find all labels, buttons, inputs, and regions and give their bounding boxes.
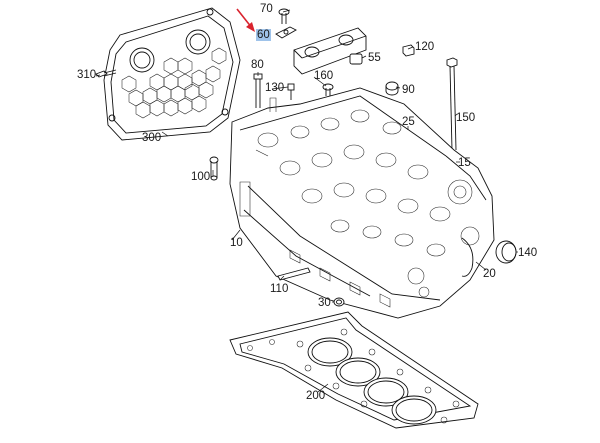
part-label-15[interactable]: 15 bbox=[458, 157, 471, 169]
part-label-150[interactable]: 150 bbox=[456, 112, 476, 124]
dowel-110 bbox=[277, 267, 311, 281]
cap-90 bbox=[385, 81, 399, 96]
part-label-55[interactable]: 55 bbox=[368, 52, 381, 64]
part-label-200[interactable]: 200 bbox=[306, 390, 326, 402]
part-20 bbox=[461, 237, 474, 277]
bolt-80 bbox=[253, 73, 263, 108]
cylinder-head-10 bbox=[229, 87, 495, 319]
bolt-150 bbox=[446, 57, 458, 151]
part-label-120[interactable]: 120 bbox=[415, 41, 435, 53]
ring-30 bbox=[333, 297, 345, 307]
bolt-310 bbox=[95, 69, 117, 78]
dowel-100 bbox=[209, 156, 219, 181]
part-label-100[interactable]: 100 bbox=[191, 171, 211, 183]
part-label-25[interactable]: 25 bbox=[402, 116, 415, 128]
part-label-60[interactable]: 60 bbox=[256, 29, 271, 41]
sleeve-55 bbox=[349, 53, 363, 65]
timing-cover-300 bbox=[103, 7, 241, 141]
part-160 bbox=[322, 83, 334, 96]
part-label-110[interactable]: 110 bbox=[270, 283, 289, 295]
clip-60 bbox=[275, 26, 297, 39]
part-label-310[interactable]: 310 bbox=[77, 69, 97, 81]
plug-120 bbox=[402, 44, 415, 57]
bracket-55 bbox=[293, 27, 367, 75]
part-label-70[interactable]: 70 bbox=[260, 3, 273, 15]
pointer-arrow bbox=[236, 8, 255, 32]
part-label-130[interactable]: 130 bbox=[265, 82, 285, 94]
part-label-80[interactable]: 80 bbox=[251, 59, 264, 71]
part-label-90[interactable]: 90 bbox=[402, 84, 415, 96]
leader-lines bbox=[161, 9, 518, 393]
part-label-10[interactable]: 10 bbox=[230, 237, 243, 249]
cap-140 bbox=[495, 240, 517, 264]
part-label-300[interactable]: 300 bbox=[142, 132, 162, 144]
part-label-160[interactable]: 160 bbox=[314, 70, 334, 82]
head-gasket-200 bbox=[229, 311, 479, 429]
stud-130 bbox=[287, 83, 295, 100]
part-label-140[interactable]: 140 bbox=[518, 247, 538, 259]
part-label-30[interactable]: 30 bbox=[318, 297, 331, 309]
part-label-20[interactable]: 20 bbox=[483, 268, 496, 280]
bolt-70 bbox=[278, 8, 290, 24]
